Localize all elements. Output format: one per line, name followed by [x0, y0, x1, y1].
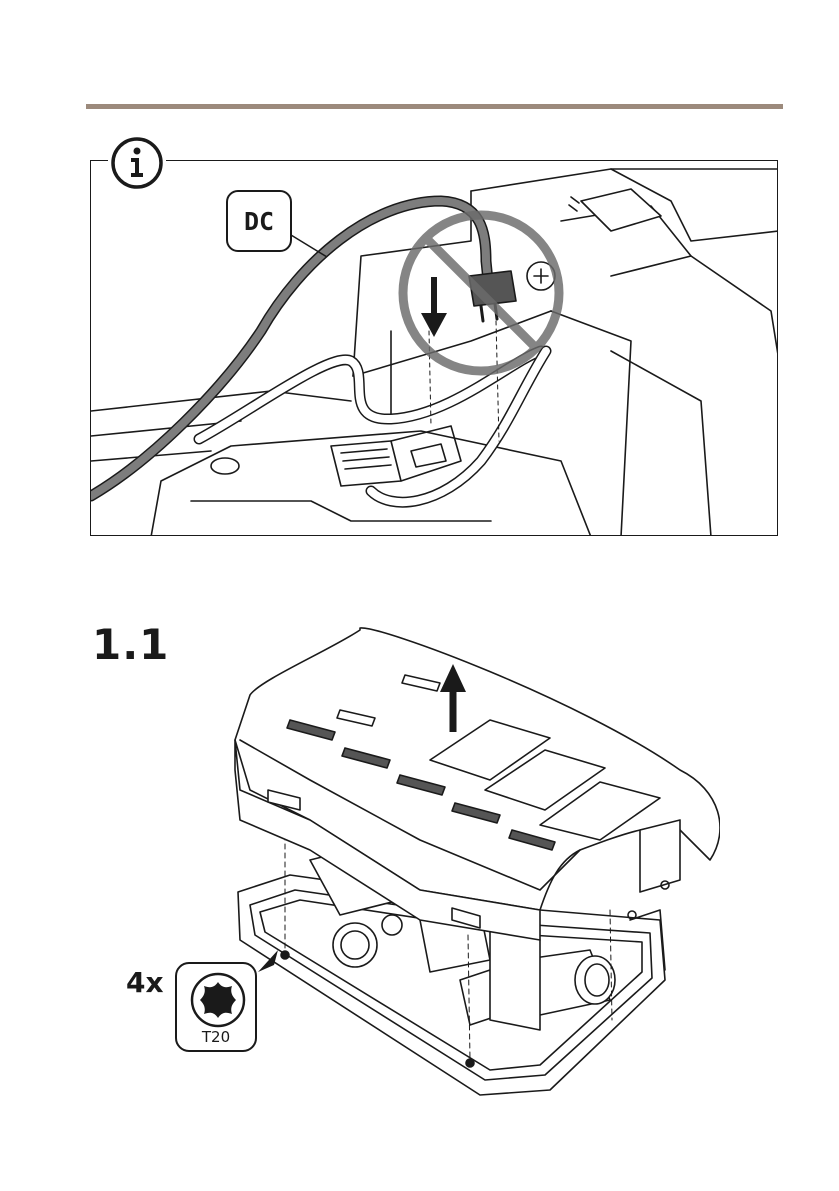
dc-cable-illustration — [91, 161, 778, 536]
step-number: 1.1 — [92, 620, 169, 669]
header-rule — [86, 104, 783, 109]
screw-quantity: 4x — [126, 966, 164, 999]
dc-label-text: DC — [244, 207, 274, 236]
arrow-down-icon — [421, 277, 447, 337]
torx-bit-icon — [188, 970, 248, 1030]
dc-cable-label: DC — [226, 190, 292, 252]
info-illustration-frame — [90, 160, 778, 536]
tool-label: T20 — [177, 1028, 255, 1046]
info-icon — [108, 134, 166, 192]
tool-badge: T20 — [175, 962, 257, 1052]
